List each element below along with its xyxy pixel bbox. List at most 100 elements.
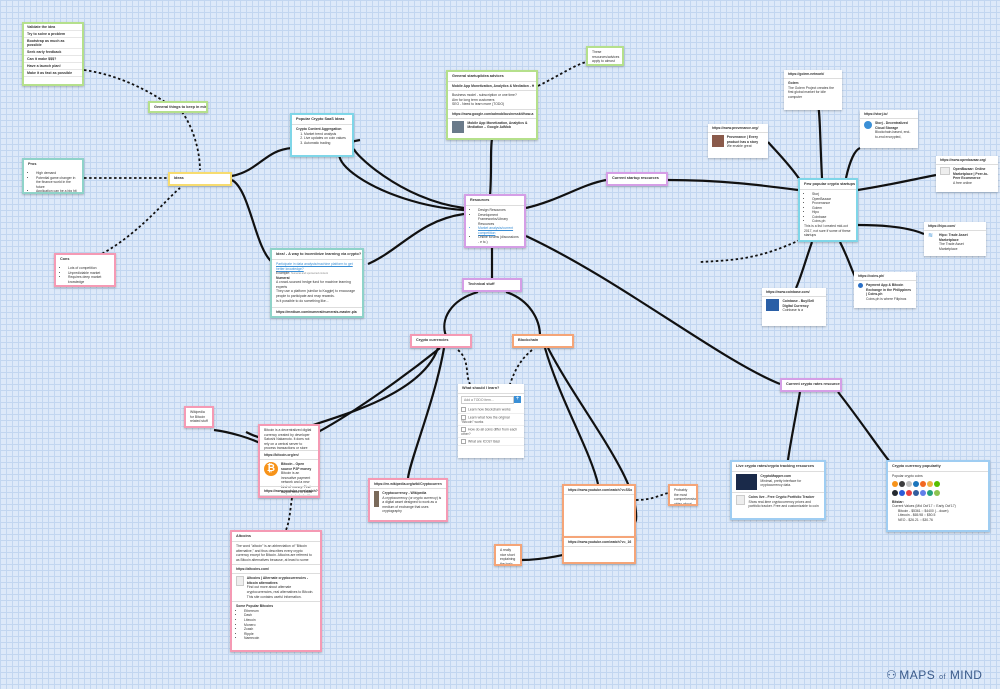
hipo-desc: The Trade Asset Marketplace — [939, 242, 964, 251]
note-text: These resources/advices apply to almost … — [592, 50, 620, 66]
popular-startups-node[interactable]: Few popular crypto startups (?) Storj Op… — [798, 178, 858, 242]
openbazaar-url[interactable]: https://www.openbazaar.org/ — [936, 156, 998, 165]
edge-popular-provenance — [767, 141, 801, 181]
advice-subtitle: Mobile App Monetization, Analytics & Med… — [448, 82, 536, 91]
list-item: Have a launch plan! — [24, 63, 82, 70]
provenance-url[interactable]: https://www.provenance.org/ — [708, 124, 768, 133]
edge-resources-rates — [525, 235, 781, 386]
storj-logo-icon — [864, 121, 872, 129]
youtube1-node[interactable]: https://www.youtube.com/watch?v=SSo — [562, 484, 636, 540]
list-item: Potential game changer in the finance wo… — [36, 176, 78, 190]
coinbase-url[interactable]: https://www.coinbase.com/ — [762, 288, 826, 297]
hipo-card[interactable]: https://hipo.com/ ≋Hipo: Trade Asset Mar… — [924, 222, 986, 256]
wiki-url[interactable]: https://en.wikipedia.org/wiki/Cryptocurr… — [370, 480, 446, 489]
altcoins-thumbnail-icon — [236, 576, 244, 587]
todo-item[interactable]: What are ICOs? Basi — [458, 438, 524, 446]
note-apply-node[interactable]: These resources/advices apply to almost … — [586, 46, 624, 66]
golem-url[interactable]: https://golem.network/ — [784, 70, 842, 79]
youtube2-node[interactable]: https://www.youtube.com/watch?v=_16 — [562, 536, 636, 564]
list-item: Dash — [244, 613, 316, 618]
cryptomapper-thumbnail-icon — [736, 473, 758, 490]
ideas-node[interactable]: Ideas — [168, 172, 232, 186]
rates-node[interactable]: Current crypto rates resources — [780, 378, 842, 392]
cons-node[interactable]: Cons Lots of competition Unpredictable m… — [54, 253, 116, 287]
hipo-url[interactable]: https://hipo.com/ — [924, 222, 986, 231]
edge-blockchain-todo — [509, 349, 533, 385]
list-item: Design Resources — [478, 208, 520, 213]
admob-card-title: Mobile App Monetization, Analytics & Med… — [467, 120, 528, 130]
edge-resources-advice — [488, 138, 494, 197]
checkbox-icon[interactable] — [461, 438, 466, 444]
coinbase-card[interactable]: https://www.coinbase.com/ Coinbase - Buy… — [762, 288, 826, 326]
coinsph-url[interactable]: https://coins.ph/ — [854, 272, 916, 281]
list-item: SEO - Need to learn more (TODO) — [452, 102, 505, 107]
bitcoin-url[interactable]: https://bitcoin.org/en/ — [260, 450, 318, 460]
list-item: Litecoin — [244, 618, 316, 623]
openbazaar-card[interactable]: https://www.openbazaar.org/ OpenBazaar: … — [936, 156, 998, 192]
coinsph-card[interactable]: https://coins.ph/ Payment App & Bitcoin … — [854, 272, 916, 308]
wiki-crypto-node[interactable]: https://en.wikipedia.org/wiki/Cryptocurr… — [368, 478, 448, 522]
node-title: What should I learn? — [458, 384, 524, 394]
blockchain-node[interactable]: Blockchain — [512, 334, 574, 348]
checkbox-icon[interactable] — [461, 406, 466, 412]
current-startup-node[interactable]: Current startup resources — [606, 172, 668, 186]
storj-card[interactable]: https://storj.io/ Storj - Decentralized … — [860, 110, 918, 148]
youtube2-url[interactable]: https://www.youtube.com/watch?v=_16 — [564, 538, 634, 547]
list-item: Try to solve a problem — [24, 31, 82, 38]
steps-list[interactable]: Validate the idea Try to solve a problem… — [22, 22, 84, 86]
list-item[interactable]: Market analysis/current competition — [478, 226, 520, 235]
list-item: Application can be a big hit — [36, 189, 78, 192]
todo-item[interactable]: Learn what how the original "Bitcoin" wo… — [458, 414, 524, 426]
idea2-url[interactable]: https://medium.com/numerai/numerais-mast… — [272, 307, 362, 316]
bitcoin-video-url[interactable]: https://www.youtube.com/watch?v=Gc2en3nH… — [260, 486, 318, 496]
values-heading: Current Values (Mid Oct'17 :: Early Oct'… — [892, 504, 956, 509]
coinsph-desc: Coins.ph is where Filipinos — [866, 296, 907, 301]
todo-item[interactable]: How do all coins differ from each other? — [458, 426, 524, 438]
edge-resources-startup — [525, 178, 607, 210]
coin-icon — [920, 490, 926, 497]
tracking-node[interactable]: Live crypto rates/crypto tracking resour… — [730, 460, 826, 520]
edge-startup-popular — [667, 178, 799, 192]
node-title: Current startup resources — [612, 176, 659, 180]
resources-node[interactable]: Resources Design Resources Development F… — [464, 194, 526, 248]
storj-name: Storj - Decentralized Cloud Storage — [875, 121, 908, 130]
altcoins-url[interactable]: https://altcoins.com/ — [232, 564, 320, 575]
general-advice-node[interactable]: General startup/idea advices Mobile App … — [446, 70, 538, 140]
popular-ideas-node[interactable]: Popular Crypto SaaS Ideas Crypto Content… — [290, 113, 354, 157]
coinsph-name: Payment App & Bitcoin Exchange in the Ph… — [866, 283, 912, 297]
note-short-node[interactable]: A really nice short explaining the logic… — [494, 544, 522, 566]
idea2-link[interactable]: Participate in data analysis/machine pla… — [276, 261, 353, 271]
coin-icons-row — [892, 480, 984, 489]
bitcoin-node[interactable]: Bitcoin is a decentralized digital curre… — [258, 424, 320, 498]
storj-url[interactable]: https://storj.io/ — [860, 110, 918, 119]
coin-icon — [920, 480, 926, 487]
edge-ideas-idea2 — [231, 179, 273, 263]
technical-node[interactable]: Technical stuff — [462, 278, 522, 292]
todo-node[interactable]: What should I learn? + Learn how blockch… — [458, 384, 524, 458]
list-item: OpenBazaar — [812, 197, 852, 202]
wiki-thumbnail-icon — [374, 491, 380, 507]
note-comprehensive-node[interactable]: Probably the most comprehensive video ab… — [668, 484, 698, 506]
node-title: Few popular crypto startups (?) — [800, 180, 856, 190]
altcoins-node[interactable]: Altcoins The word "altcoin" is an abbrev… — [230, 530, 322, 652]
idea2-node[interactable]: Idea! - A way to incentivize learning vi… — [270, 248, 364, 318]
popularity-node[interactable]: Crypto currency popularity Popular crypt… — [886, 460, 990, 532]
coin-icon — [927, 480, 933, 487]
edge-blockchain-yt1 — [543, 347, 600, 485]
storj-desc: Blockchain-based, end-to-end encrypted, — [875, 130, 911, 139]
provenance-card[interactable]: https://www.provenance.org/ Provenance |… — [708, 124, 768, 158]
add-todo-button[interactable]: + — [514, 395, 521, 403]
youtube1-url[interactable]: https://www.youtube.com/watch?v=SSo — [564, 486, 634, 495]
general-things-node[interactable]: General things to keep in mind — [148, 101, 208, 113]
node-title: General things to keep in mind — [154, 105, 206, 109]
wiki-note-node[interactable]: Wikipedia for Bitcoin related stuff — [184, 406, 214, 428]
crypto-currencies-node[interactable]: Crypto currencies — [410, 334, 472, 348]
advice-url[interactable]: https://www.google.com/admob/businesskit… — [448, 108, 536, 119]
todo-input[interactable] — [461, 395, 514, 404]
edge-resources-idea2 — [367, 212, 465, 266]
todo-item[interactable]: Learn how blockchain works — [458, 406, 524, 414]
pros-node[interactable]: Pros High demand Potential game changer … — [22, 158, 84, 194]
note-text: A really nice short explaining the logic… — [500, 548, 516, 566]
list-item: Market trend analysis — [304, 132, 348, 137]
